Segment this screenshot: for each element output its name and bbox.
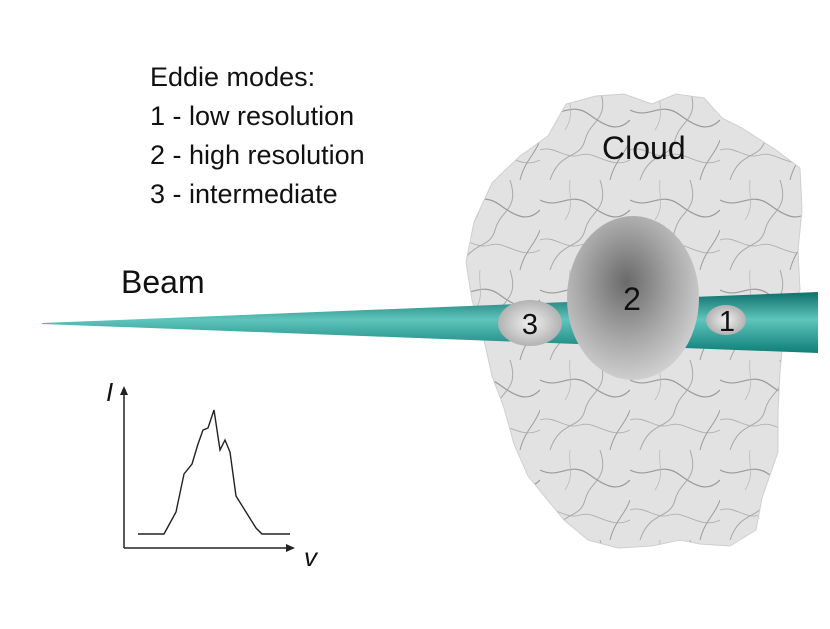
spectrum-inset: I v xyxy=(106,377,319,572)
legend-item-low-resolution: 1 - low resolution xyxy=(150,101,355,131)
inset-x-arrow xyxy=(286,544,295,552)
legend-item-high-resolution: 2 - high resolution xyxy=(150,140,365,170)
legend-item-intermediate: 3 - intermediate xyxy=(150,179,338,209)
mode-1-label: 1 xyxy=(719,306,735,338)
spectrum-profile xyxy=(138,409,290,535)
mode-2-region xyxy=(567,216,699,380)
inset-x-label: v xyxy=(304,542,319,572)
inset-y-arrow xyxy=(120,386,128,395)
eddie-modes-legend: Eddie modes: 1 - low resolution 2 - high… xyxy=(150,58,365,214)
mode-1-region xyxy=(706,305,746,335)
mode-3-region xyxy=(498,300,562,346)
legend-title: Eddie modes: xyxy=(150,62,316,92)
mode-2-label: 2 xyxy=(623,281,641,317)
mode-3-label: 3 xyxy=(522,309,538,341)
beam-shape xyxy=(42,292,818,353)
inset-y-label: I xyxy=(106,377,113,407)
beam-label: Beam xyxy=(121,264,205,300)
cloud-label: Cloud xyxy=(602,130,686,166)
